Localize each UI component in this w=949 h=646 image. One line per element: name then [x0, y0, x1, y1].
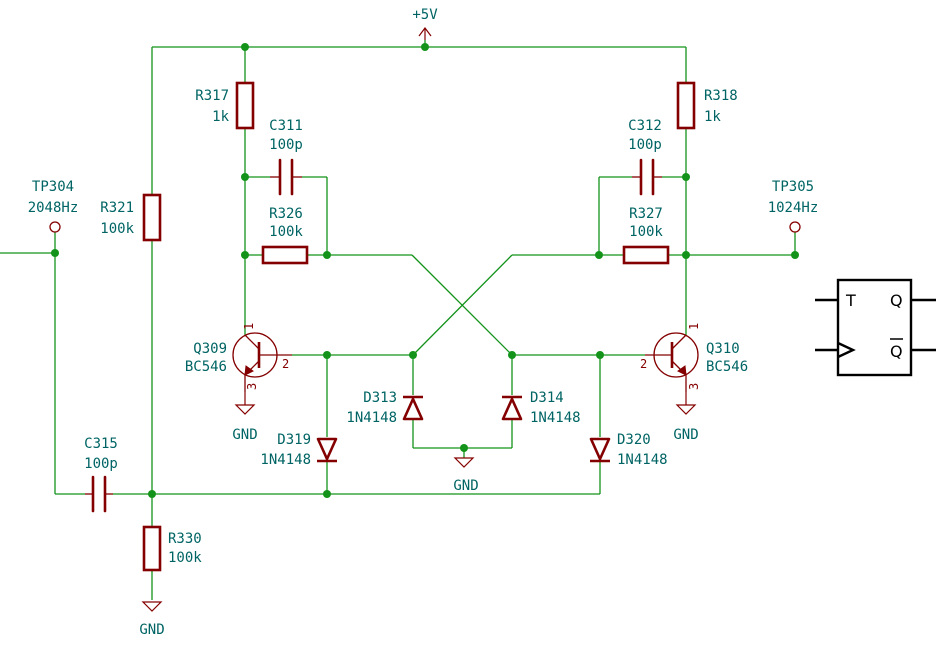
c311-value: 100p	[269, 137, 303, 153]
wires	[0, 40, 796, 600]
q310-emitter-pin: 3	[687, 383, 701, 390]
q309-collector-pin: 1	[242, 323, 256, 330]
resistor-r330: R330 100k	[142, 525, 202, 572]
d320-value: 1N4148	[617, 452, 668, 468]
ff-q-output-label: Q	[890, 291, 903, 310]
capacitor-c315: C315 100p	[84, 436, 118, 513]
gnd-label: GND	[453, 478, 478, 494]
gnd-diodes: GND	[453, 457, 479, 494]
r330-value: 100k	[168, 550, 202, 566]
power-vcc: +5V	[412, 7, 438, 40]
r326-value: 100k	[269, 224, 303, 240]
gnd-q309: GND	[232, 392, 258, 443]
t-flipflop-symbol: T Q Q	[815, 278, 936, 377]
q309-value: BC546	[185, 359, 227, 375]
c312-value: 100p	[628, 137, 662, 153]
d313-ref: D313	[363, 390, 397, 406]
tp304-ref: TP304	[32, 179, 74, 195]
d319-ref: D319	[277, 432, 311, 448]
gnd-label: GND	[673, 427, 698, 443]
tp304-value: 2048Hz	[28, 200, 79, 216]
c311-ref: C311	[269, 118, 303, 134]
gnd-q310: GND	[673, 392, 699, 443]
q310-collector-pin: 1	[687, 323, 701, 330]
r327-ref: R327	[629, 206, 663, 222]
capacitor-c311: C311 100p	[269, 118, 303, 196]
transistor-q309: 1 2 3 Q309 BC546	[185, 323, 292, 392]
c315-value: 100p	[84, 456, 118, 472]
r326-ref: R326	[269, 206, 303, 222]
diode-d313: D313 1N4148	[346, 390, 424, 426]
tp305-ref: TP305	[772, 179, 814, 195]
q309-ref: Q309	[193, 341, 227, 357]
gnd-r330: GND	[139, 601, 165, 638]
r318-value: 1k	[704, 109, 721, 125]
diode-d314: D314 1N4148	[501, 390, 581, 426]
d314-ref: D314	[530, 390, 564, 406]
gnd-label: GND	[232, 427, 257, 443]
r318-ref: R318	[704, 88, 738, 104]
resistor-r327: R327 100k	[622, 206, 670, 265]
capacitor-c312: C312 100p	[628, 118, 662, 196]
junctions	[51, 43, 799, 498]
r330-ref: R330	[168, 531, 202, 547]
r317-value: 1k	[212, 109, 229, 125]
r321-ref: R321	[100, 200, 134, 216]
ff-t-input-label: T	[845, 291, 856, 310]
tp305-value: 1024Hz	[768, 200, 819, 216]
r317-ref: R317	[195, 88, 229, 104]
resistor-r318: R318 1k	[676, 81, 738, 130]
r327-value: 100k	[629, 224, 663, 240]
q310-base-pin: 2	[640, 357, 647, 371]
diode-d319: D319 1N4148	[260, 432, 338, 468]
c315-ref: C315	[84, 436, 118, 452]
testpoint-tp305: TP305 1024Hz	[768, 179, 819, 233]
d319-value: 1N4148	[260, 452, 311, 468]
vcc-label: +5V	[412, 7, 438, 23]
resistor-r326: R326 100k	[261, 206, 309, 265]
r321-value: 100k	[100, 221, 134, 237]
d313-value: 1N4148	[346, 410, 397, 426]
d314-value: 1N4148	[530, 410, 581, 426]
diode-d320: D320 1N4148	[589, 432, 668, 468]
q309-base-pin: 2	[282, 357, 289, 371]
q310-ref: Q310	[706, 341, 740, 357]
resistor-r317: R317 1k	[195, 81, 255, 130]
resistor-r321: R321 100k	[100, 193, 162, 242]
q310-value: BC546	[706, 359, 748, 375]
q309-emitter-pin: 3	[245, 383, 259, 390]
d320-ref: D320	[617, 432, 651, 448]
transistor-q310: 1 2 3 Q310 BC546	[640, 323, 748, 392]
testpoint-tp304: TP304 2048Hz	[28, 179, 79, 233]
ff-qbar-output-label: Q	[890, 342, 903, 361]
gnd-label: GND	[139, 622, 164, 638]
c312-ref: C312	[628, 118, 662, 134]
